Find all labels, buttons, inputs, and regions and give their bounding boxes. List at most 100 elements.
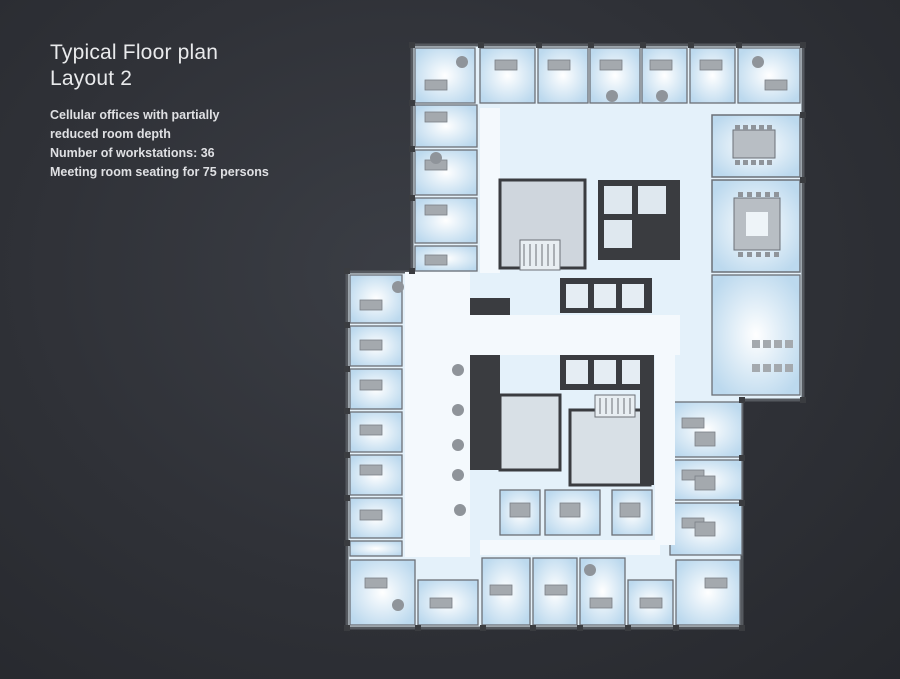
desk [544,584,568,596]
chair [452,364,464,376]
desk [359,379,383,391]
description-line: reduced room depth [50,127,171,141]
lounge-seat [752,364,760,372]
page-title: Typical Floor plan [50,41,219,64]
office-cell [414,149,478,196]
desk [489,584,513,596]
office-cell [641,47,688,104]
meeting-chair [767,160,772,165]
meeting-table [694,475,716,491]
desk [649,59,673,71]
desk [424,204,448,216]
column [800,42,806,48]
desk [699,59,723,71]
column [344,366,350,372]
column [409,100,415,106]
office-cell [349,559,416,626]
column [800,397,806,403]
chair [456,56,468,68]
meeting-chair [759,160,764,165]
column [344,625,350,631]
column [409,268,415,274]
meeting-chair [743,160,748,165]
column [530,625,536,631]
column [736,42,742,48]
column [625,625,631,631]
desk [681,469,705,481]
column [409,42,415,48]
office-cell [675,559,741,626]
meeting-chair [765,192,770,197]
lounge-seat [785,364,793,372]
meeting-table [559,502,581,518]
office-cell [711,274,801,396]
meeting-chair [743,125,748,130]
column [480,625,486,631]
desk [429,597,453,609]
desk [359,464,383,476]
meeting-table [509,502,531,518]
meeting-chair [735,160,740,165]
meeting-chair [756,192,761,197]
column [640,42,646,48]
office-cell [689,47,736,104]
desk [359,299,383,311]
lounge-seat [774,364,782,372]
meeting-chair [774,192,779,197]
column [409,146,415,152]
column [344,322,350,328]
desk [599,59,623,71]
desk [364,577,388,589]
column [478,42,484,48]
office-cell [414,104,478,148]
column [344,540,350,546]
meeting-chair [751,125,756,130]
title-block: Typical Floor plan Layout 2 Cellular off… [50,40,269,182]
description-line: Meeting room seating for 75 persons [50,165,269,179]
meeting-table [694,431,716,447]
office-cell [479,47,536,104]
meeting-chair [747,192,752,197]
chair [752,56,764,68]
office-cell [611,489,653,536]
chair [452,469,464,481]
meeting-chair [747,252,752,257]
desk [494,59,518,71]
office-cell [349,368,403,410]
meeting-table [619,502,641,518]
meeting-rooms [711,114,801,273]
page-subtitle: Layout 2 [50,67,133,90]
description-line: Number of workstations: 36 [50,146,215,160]
meeting-chair [756,252,761,257]
chair [584,564,596,576]
column [577,625,583,631]
column [415,625,421,631]
chair [454,504,466,516]
column [739,455,745,461]
lounge-seat [763,364,771,372]
desk [704,577,728,589]
stairs [519,239,636,418]
chair [392,281,404,293]
description-line: Cellular offices with partially [50,108,220,122]
lounge-seat [785,340,793,348]
meeting-chair [767,125,772,130]
column [800,177,806,183]
desk [424,79,448,91]
meeting-chair [774,252,779,257]
office-cell [349,540,403,557]
chair [656,90,668,102]
desk [547,59,571,71]
furniture [359,56,793,611]
lounge-seat [774,340,782,348]
column [536,42,542,48]
meeting-chair [765,252,770,257]
desk [681,417,705,429]
desk [359,509,383,521]
chair [606,90,618,102]
column [409,195,415,201]
column [344,495,350,501]
office-rooms [349,47,801,626]
office-cell [737,47,801,104]
